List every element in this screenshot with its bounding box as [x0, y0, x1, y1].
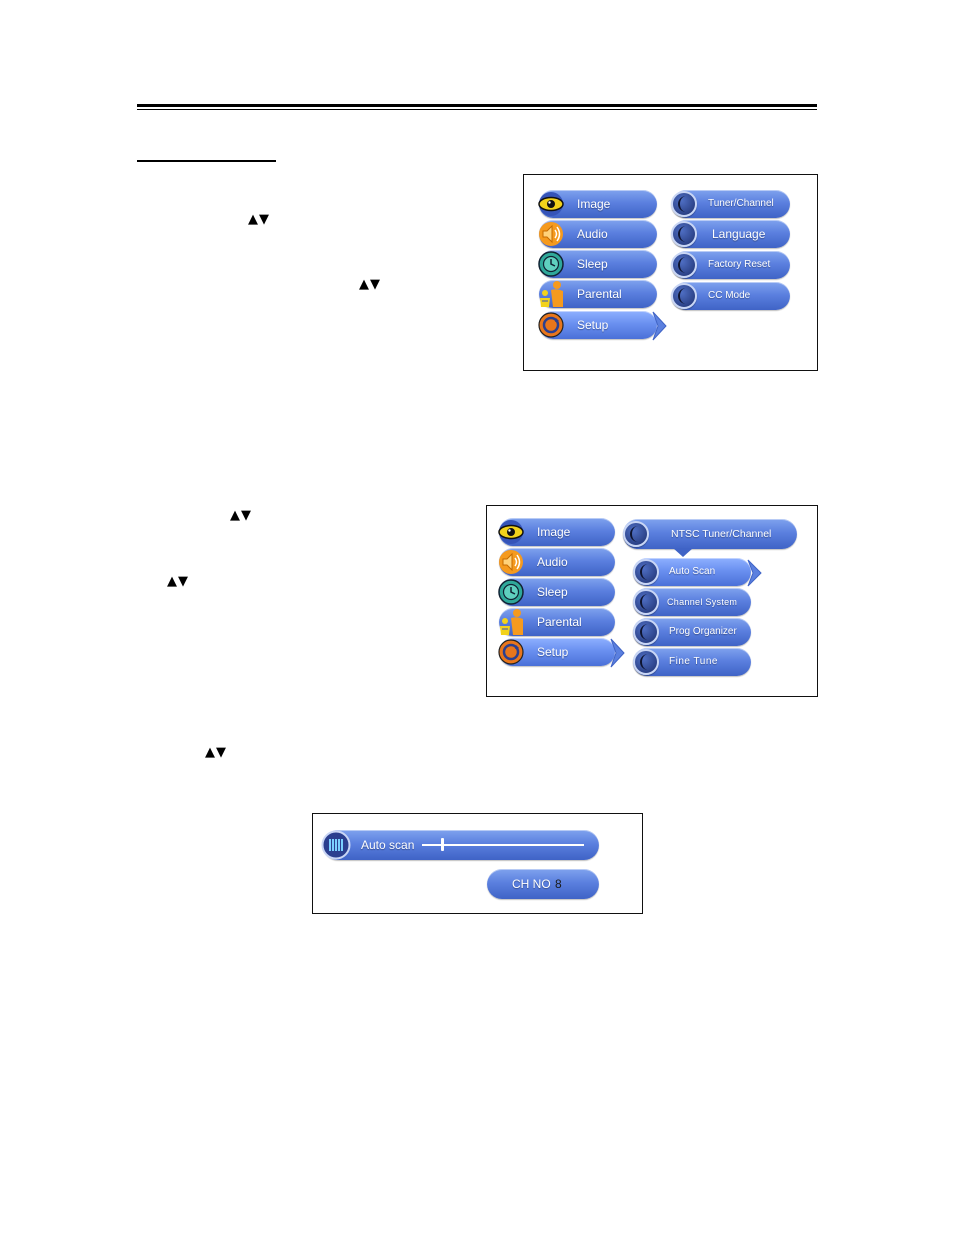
parental-figure-icon: [496, 607, 526, 637]
caret-down-icon: [673, 548, 693, 557]
submenu-item-label: Language: [712, 227, 766, 241]
submenu-item-label: Auto Scan: [669, 566, 716, 577]
up-down-arrows-icon: ▲▼: [167, 574, 189, 589]
submenu-item-label: CC Mode: [708, 290, 751, 301]
crescent-bullet-icon: [671, 221, 697, 247]
menu-item-label: Image: [537, 525, 571, 539]
channel-number-badge: CH NO 8: [487, 869, 599, 899]
menu-item-label: Sleep: [577, 257, 608, 271]
crescent-bullet-icon: [671, 283, 697, 309]
clock-icon: [537, 251, 565, 277]
autoscan-screenshot: Auto scan CH NO 8: [312, 813, 643, 914]
menu-item-label: Parental: [577, 287, 622, 301]
up-down-arrows-icon: ▲▼: [359, 277, 381, 292]
setup-menu-screenshot: Image Audio Sleep Parental Setup: [523, 174, 818, 371]
menu-item-label: Audio: [577, 227, 608, 241]
tuner-menu-screenshot: Image Audio Sleep Parental Setup: [486, 505, 818, 697]
speaker-icon: [497, 549, 525, 575]
menu-item-label: Parental: [537, 615, 582, 629]
submenu-item-label: Fine Tune: [669, 656, 718, 667]
up-down-arrows-icon: ▲▼: [248, 212, 270, 227]
header-rule-bottom: [137, 108, 817, 110]
chevron-right-icon: [652, 311, 667, 341]
section-underline: [137, 160, 276, 162]
submenu-item-label: Prog Organizer: [669, 626, 737, 637]
menu-item-label: Setup: [577, 318, 609, 332]
crescent-bullet-icon: [633, 619, 659, 645]
antenna-bars-icon: [321, 830, 351, 860]
up-down-arrows-icon: ▲▼: [230, 508, 252, 523]
parental-figure-icon: [536, 279, 566, 309]
submenu-item-label: Channel System: [667, 597, 738, 607]
crescent-bullet-icon: [633, 589, 659, 615]
clock-icon: [497, 579, 525, 605]
menu-item-label: Setup: [537, 645, 569, 659]
channel-number-label: CH NO: [512, 877, 551, 891]
setup-refresh-icon: [497, 638, 525, 666]
crescent-bullet-icon: [671, 191, 697, 217]
setup-refresh-icon: [537, 311, 565, 339]
menu-item-label: Image: [577, 197, 611, 211]
autoscan-track: [422, 844, 584, 846]
submenu-header-ntsc-tuner: NTSC Tuner/Channel: [623, 519, 797, 549]
submenu-item-label: Factory Reset: [708, 259, 771, 270]
submenu-header-label: NTSC Tuner/Channel: [671, 528, 772, 540]
header-rule-top: [137, 104, 817, 107]
crescent-bullet-icon: [633, 649, 659, 675]
eye-icon: [537, 191, 565, 217]
eye-icon: [497, 519, 525, 545]
channel-number-value: 8: [555, 877, 562, 891]
menu-item-label: Audio: [537, 555, 568, 569]
crescent-bullet-icon: [633, 559, 659, 585]
chevron-right-icon: [747, 559, 762, 587]
crescent-bullet-icon: [623, 521, 649, 547]
chevron-right-icon: [610, 638, 625, 668]
autoscan-label: Auto scan: [361, 838, 415, 852]
autoscan-progress-marker: [441, 838, 445, 851]
autoscan-progress-panel: Auto scan: [323, 830, 599, 860]
speaker-icon: [537, 221, 565, 247]
crescent-bullet-icon: [671, 252, 697, 278]
menu-item-label: Sleep: [537, 585, 568, 599]
submenu-item-label: Tuner/Channel: [708, 198, 774, 209]
up-down-arrows-icon: ▲▼: [205, 745, 227, 760]
